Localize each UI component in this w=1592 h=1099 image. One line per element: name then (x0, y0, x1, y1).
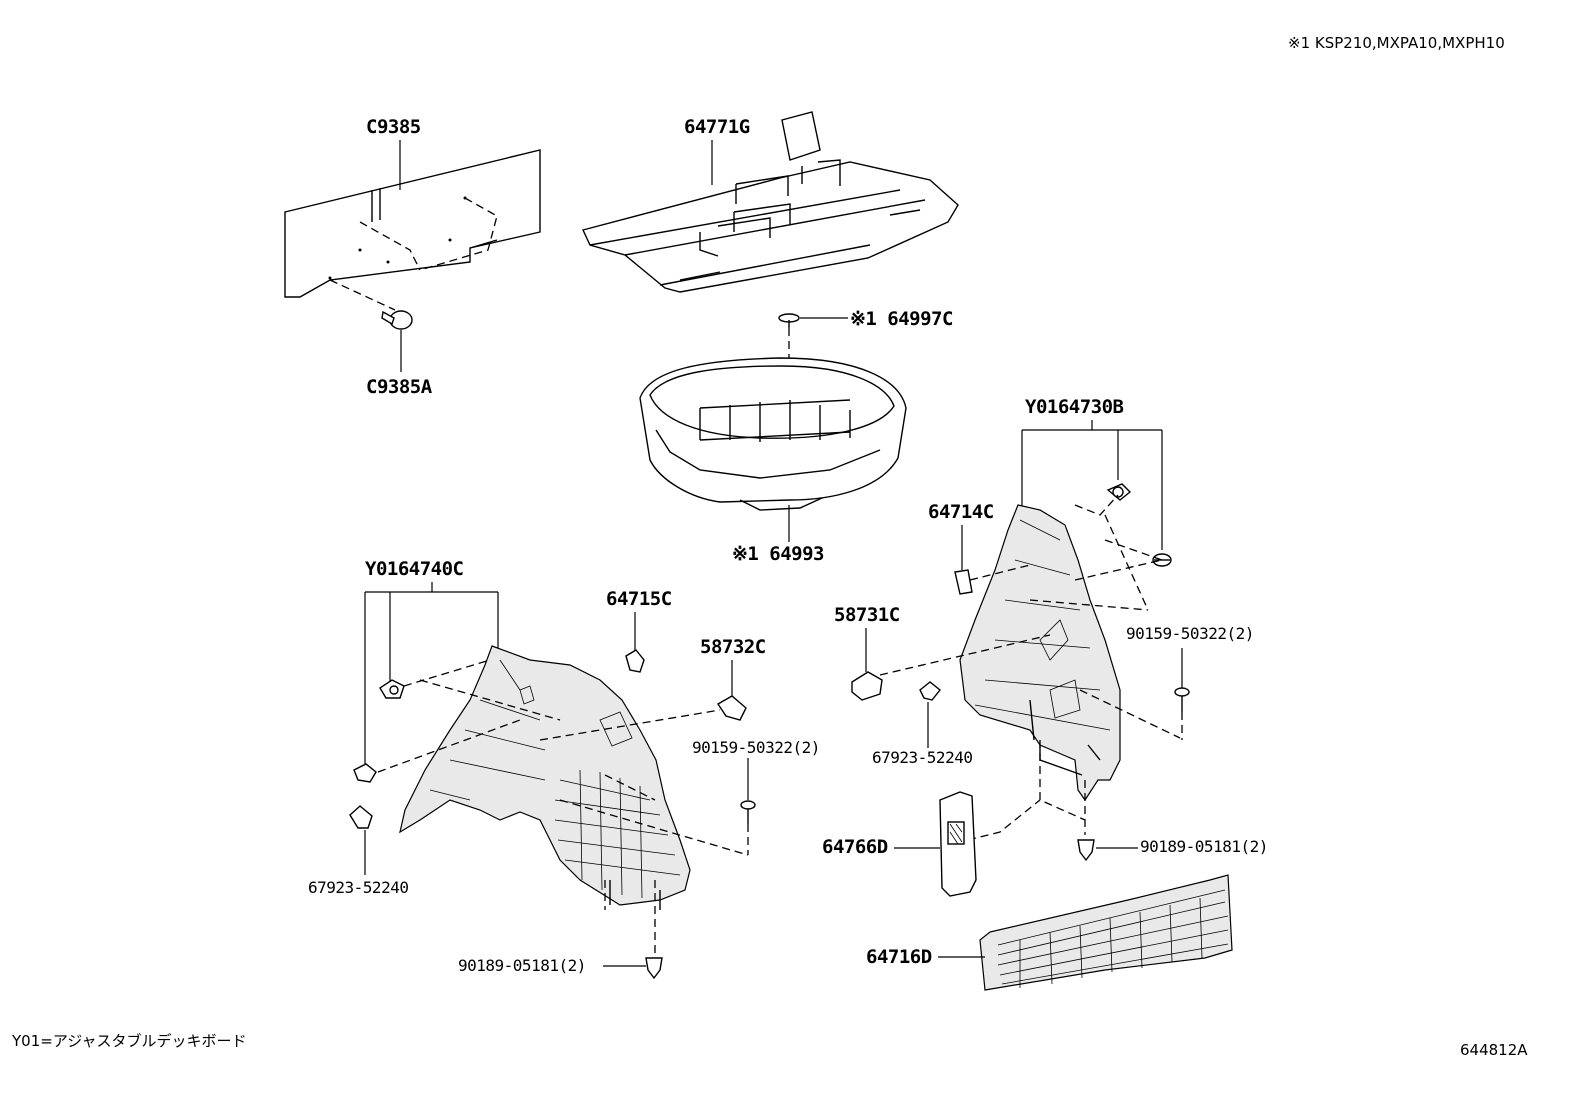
sill-64716d[interactable] (979, 874, 1233, 991)
label-67923-left[interactable]: 67923-52240 (308, 878, 409, 897)
bracket-58732c[interactable] (717, 695, 747, 721)
label-58732c[interactable]: 58732C (700, 636, 766, 658)
deck-board-64771g[interactable] (582, 111, 959, 293)
screw-90159-left[interactable] (740, 800, 756, 824)
label-64771g[interactable]: 64771G (684, 116, 750, 138)
label-y0164730b[interactable]: Y0164730B (1025, 396, 1124, 418)
clip-y0164730b-a[interactable] (1106, 483, 1132, 501)
legend-note: Y01=アジャスタブルデッキボード (12, 1032, 247, 1050)
screw-90159-right[interactable] (1174, 687, 1190, 712)
label-90159-left[interactable]: 90159-50322(2) (692, 738, 820, 757)
clip-y0164740c-b[interactable] (353, 763, 377, 783)
label-64714c[interactable]: 64714C (928, 501, 994, 523)
label-64715c[interactable]: 64715C (606, 588, 672, 610)
cover-64766d[interactable] (939, 791, 977, 897)
label-90159-right[interactable]: 90159-50322(2) (1126, 624, 1254, 643)
label-c9385a[interactable]: C9385A (366, 376, 432, 398)
label-58731c[interactable]: 58731C (834, 604, 900, 626)
clip-64997c[interactable] (778, 313, 800, 328)
clip-90189-left[interactable] (645, 957, 663, 980)
clip-c9385a[interactable] (381, 310, 413, 330)
panel-c9385[interactable] (284, 149, 541, 311)
clip-90189-right[interactable] (1077, 839, 1095, 862)
label-64766d[interactable]: 64766D (822, 836, 888, 858)
label-90189-right[interactable]: 90189-05181(2) (1140, 837, 1268, 856)
label-67923-right[interactable]: 67923-52240 (872, 748, 973, 767)
label-90189-left[interactable]: 90189-05181(2) (458, 956, 586, 975)
model-note: ※1 KSP210,MXPA10,MXPH10 (1288, 34, 1505, 52)
diagram-id: 644812A (1460, 1041, 1528, 1059)
clip-y0164740c-a[interactable] (379, 679, 405, 699)
clip-64715c[interactable] (625, 649, 645, 673)
clip-67923-right[interactable] (919, 681, 941, 701)
clip-64714c[interactable] (954, 569, 973, 595)
label-64716d[interactable]: 64716D (866, 946, 932, 968)
label-64997c[interactable]: ※1 64997C (850, 308, 953, 330)
trim-left-y0164740c[interactable] (399, 645, 691, 910)
tray-64993[interactable] (639, 357, 907, 511)
clip-67923-left[interactable] (349, 805, 373, 829)
label-64993[interactable]: ※1 64993 (732, 543, 825, 565)
label-c9385[interactable]: C9385 (366, 116, 421, 138)
label-y0164740c[interactable]: Y0164740C (365, 558, 464, 580)
cover-58731c[interactable] (851, 671, 883, 701)
clip-y0164730b-b[interactable] (1152, 553, 1172, 567)
